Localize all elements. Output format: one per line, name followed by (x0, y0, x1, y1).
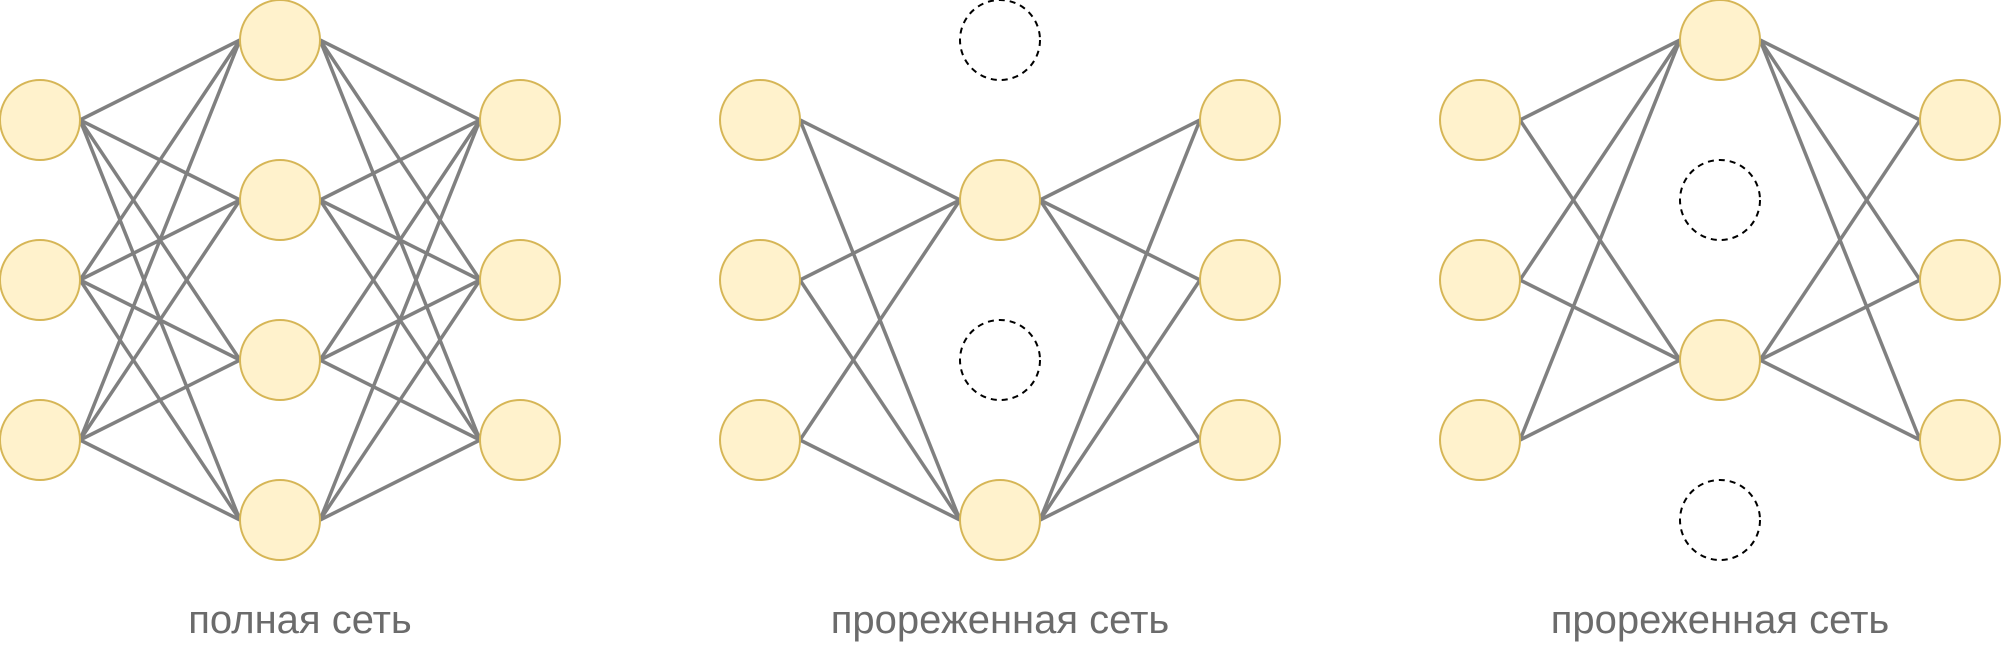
caption-dropout-network-2: прореженная сеть (1550, 598, 1890, 642)
input-neuron-1 (0, 79, 81, 161)
edge-hidden4-output1 (318, 119, 482, 521)
edge-hidden4-output1 (1038, 119, 1202, 521)
edge-hidden3-output1 (318, 119, 482, 361)
input-neuron-3 (719, 399, 801, 481)
edge-input1-hidden3 (1518, 119, 1682, 361)
edge-input1-hidden1 (1519, 38, 1681, 122)
edge-input2-hidden4 (78, 279, 242, 521)
input-neuron-1 (1439, 79, 1521, 161)
hidden-neuron-2 (959, 159, 1041, 241)
edge-hidden3-output1 (1758, 119, 1922, 361)
edge-hidden4-output2 (318, 279, 482, 521)
edge-input2-hidden3 (1519, 278, 1681, 362)
edge-hidden1-output1 (319, 38, 481, 122)
hidden-neuron-4 (959, 479, 1041, 561)
input-neuron-3 (0, 399, 81, 481)
hidden-neuron-4 (239, 479, 321, 561)
hidden-neuron-3 (239, 319, 321, 401)
edge-input2-hidden4 (798, 279, 962, 521)
edge-input1-hidden2 (79, 118, 241, 202)
hidden-neuron-3 (1679, 319, 1761, 401)
dropout-network-1 (719, 0, 1281, 561)
dropped-neuron-2 (1679, 159, 1761, 241)
edge-hidden2-output2 (1039, 198, 1201, 282)
input-neuron-2 (0, 239, 81, 321)
output-neuron-1 (479, 79, 561, 161)
edge-input1-hidden3 (78, 119, 242, 361)
edge-hidden4-output3 (1039, 438, 1201, 522)
hidden-neuron-1 (239, 0, 321, 81)
edge-hidden1-output1 (1759, 38, 1921, 122)
edge-hidden3-output2 (1759, 278, 1921, 362)
dropped-neuron-3 (959, 319, 1041, 401)
output-neuron-1 (1199, 79, 1281, 161)
output-neuron-2 (479, 239, 561, 321)
input-neuron-3 (1439, 399, 1521, 481)
output-neuron-3 (1919, 399, 2001, 481)
hidden-neuron-1 (1679, 0, 1761, 81)
hidden-neuron-2 (239, 159, 321, 241)
caption-full-network: полная сеть (188, 598, 412, 642)
edge-input3-hidden4 (799, 438, 961, 522)
edge-hidden3-output3 (1759, 358, 1921, 442)
full-network (0, 0, 561, 561)
edge-hidden4-output3 (319, 438, 481, 522)
edge-input1-hidden4 (78, 119, 242, 521)
dropout-network-2 (1439, 0, 2001, 561)
edge-input1-hidden4 (798, 119, 962, 521)
output-neuron-3 (1199, 399, 1281, 481)
edge-input1-hidden2 (799, 118, 961, 202)
input-neuron-2 (719, 239, 801, 321)
caption-dropout-network-1: прореженная сеть (830, 598, 1170, 642)
edge-hidden1-output2 (1758, 39, 1922, 281)
edge-input3-hidden4 (79, 438, 241, 522)
edge-hidden2-output1 (1039, 118, 1201, 202)
output-neuron-2 (1199, 239, 1281, 321)
input-neuron-2 (1439, 239, 1521, 321)
edge-input1-hidden1 (79, 38, 241, 122)
edge-input2-hidden2 (799, 198, 961, 282)
output-neuron-1 (1919, 79, 2001, 161)
dropped-neuron-1 (959, 0, 1041, 81)
dropped-neuron-4 (1679, 479, 1761, 561)
edge-hidden4-output2 (1038, 279, 1202, 521)
edge-input2-hidden1 (1518, 39, 1682, 281)
edge-input3-hidden3 (1519, 358, 1681, 442)
output-neuron-3 (479, 399, 561, 481)
edge-hidden2-output1 (319, 118, 481, 202)
input-neuron-1 (719, 79, 801, 161)
output-neuron-2 (1919, 239, 2001, 321)
